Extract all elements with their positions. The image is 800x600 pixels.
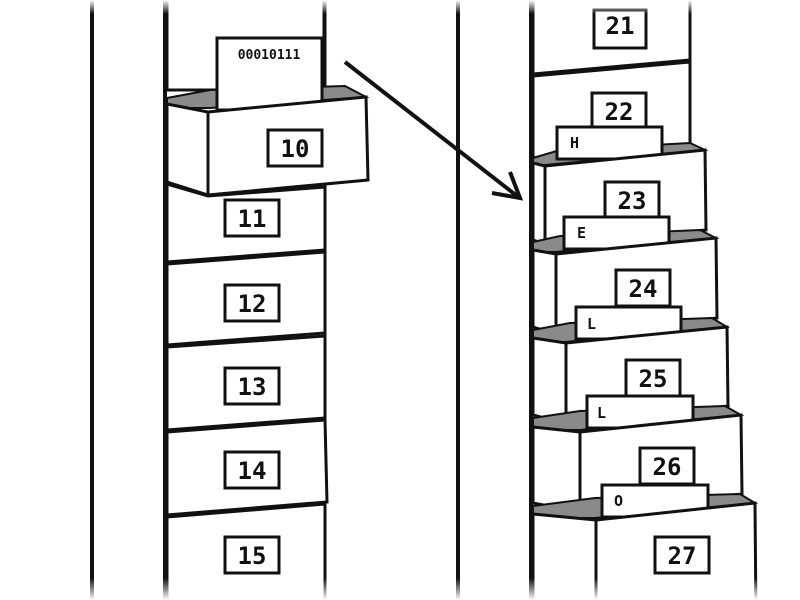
drawer-14-label-box xyxy=(223,450,281,490)
left-cabinet: 00010111 10 11 12 13 1 xyxy=(90,0,370,600)
drawer-14[interactable]: 14 xyxy=(165,418,329,517)
top-fade xyxy=(0,0,800,14)
drawer-13[interactable]: 13 xyxy=(165,334,327,432)
drawer-24-label-box xyxy=(614,268,672,308)
drawer-15-label: 15 xyxy=(238,542,267,570)
drawer-27-open[interactable]: O 27 xyxy=(531,483,759,600)
drawer-22-label: 22 xyxy=(605,98,634,126)
card-e-letter: E xyxy=(577,224,586,242)
drawer-11-label-box xyxy=(223,198,281,238)
drawer-10-open[interactable]: 00010111 10 xyxy=(165,36,370,198)
drawer-25-label: 25 xyxy=(639,365,668,393)
arrow-head-icon xyxy=(491,171,524,201)
drawer-27-label: 27 xyxy=(668,542,697,570)
card-l-2-letter: L xyxy=(597,404,606,422)
drawer-27-label-box xyxy=(653,535,711,575)
drawer-23-label-box xyxy=(603,180,661,220)
arrow-shaft xyxy=(343,60,519,198)
bottom-fade xyxy=(0,578,800,600)
drawer-12[interactable]: 12 xyxy=(165,250,327,347)
drawer-21-label-box xyxy=(592,8,648,50)
card-l-1 xyxy=(574,305,683,341)
drawer-15-label-box xyxy=(223,535,281,575)
drawer-10-label: 10 xyxy=(266,128,324,168)
drawer-11[interactable]: 11 xyxy=(165,181,327,264)
drawer-11-label: 11 xyxy=(238,205,267,233)
drawer-22-label-box xyxy=(590,91,648,131)
card-o-letter: O xyxy=(614,492,623,510)
binary-card-value: 00010111 xyxy=(238,48,301,63)
card-h-letter: H xyxy=(570,134,579,152)
drawer-13-label: 13 xyxy=(238,373,267,401)
svg-text:10: 10 xyxy=(281,135,310,163)
drawer-23-label: 23 xyxy=(618,187,647,215)
drawer-12-label: 12 xyxy=(238,290,267,318)
binary-card: 00010111 xyxy=(215,36,324,112)
drawer-24-label: 24 xyxy=(629,275,658,303)
drawer-26-label: 26 xyxy=(653,453,682,481)
transfer-arrow xyxy=(343,60,524,201)
drawer-14-label: 14 xyxy=(238,457,267,485)
drawer-13-label-box xyxy=(223,366,281,406)
drawer-12-label-box xyxy=(223,283,281,323)
right-cabinet: 21 22 H 23 E 24 xyxy=(456,0,759,600)
card-l-1-letter: L xyxy=(587,315,596,333)
drawer-21-partial[interactable]: 21 xyxy=(531,0,692,76)
drawer-21-label: 21 xyxy=(606,12,635,40)
